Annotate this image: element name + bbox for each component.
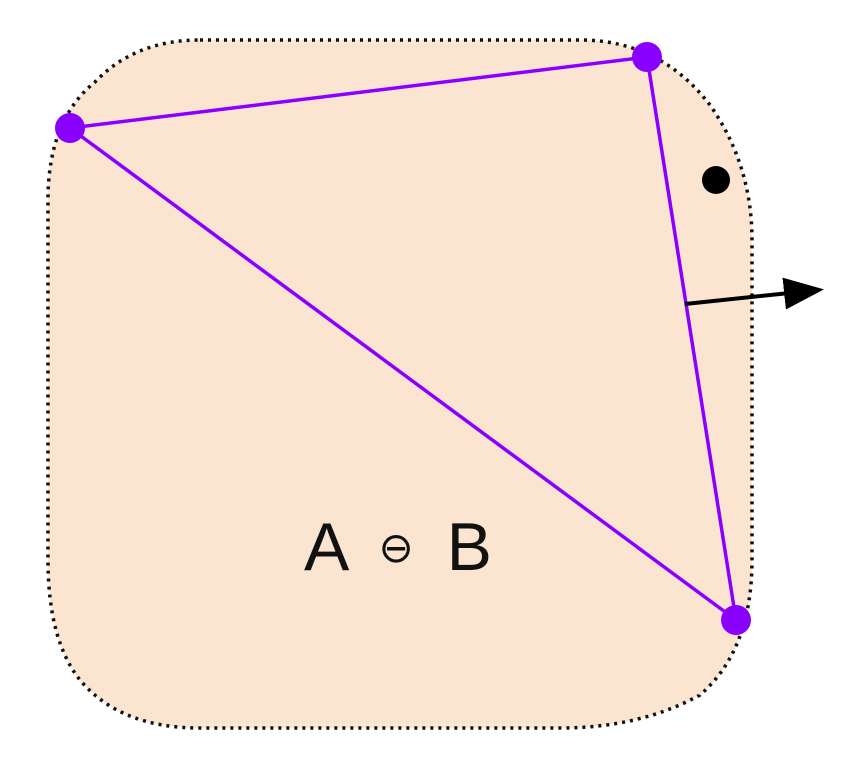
triangle-edge-diagonal [68,126,738,622]
vertex-top-left [55,113,85,143]
vertex-bottom-right [721,605,751,635]
direction-arrow [684,277,824,310]
difference-region [46,38,754,730]
set-label: A ⊖ B [304,501,492,585]
set-a-label: A [304,509,350,585]
operator-symbol: ⊖ [379,524,414,571]
triangle-edge-right [645,56,738,621]
vertex-top-right [632,42,662,72]
query-point [702,166,730,194]
set-b-label: B [447,509,492,585]
triangle-edge-top [69,55,648,130]
